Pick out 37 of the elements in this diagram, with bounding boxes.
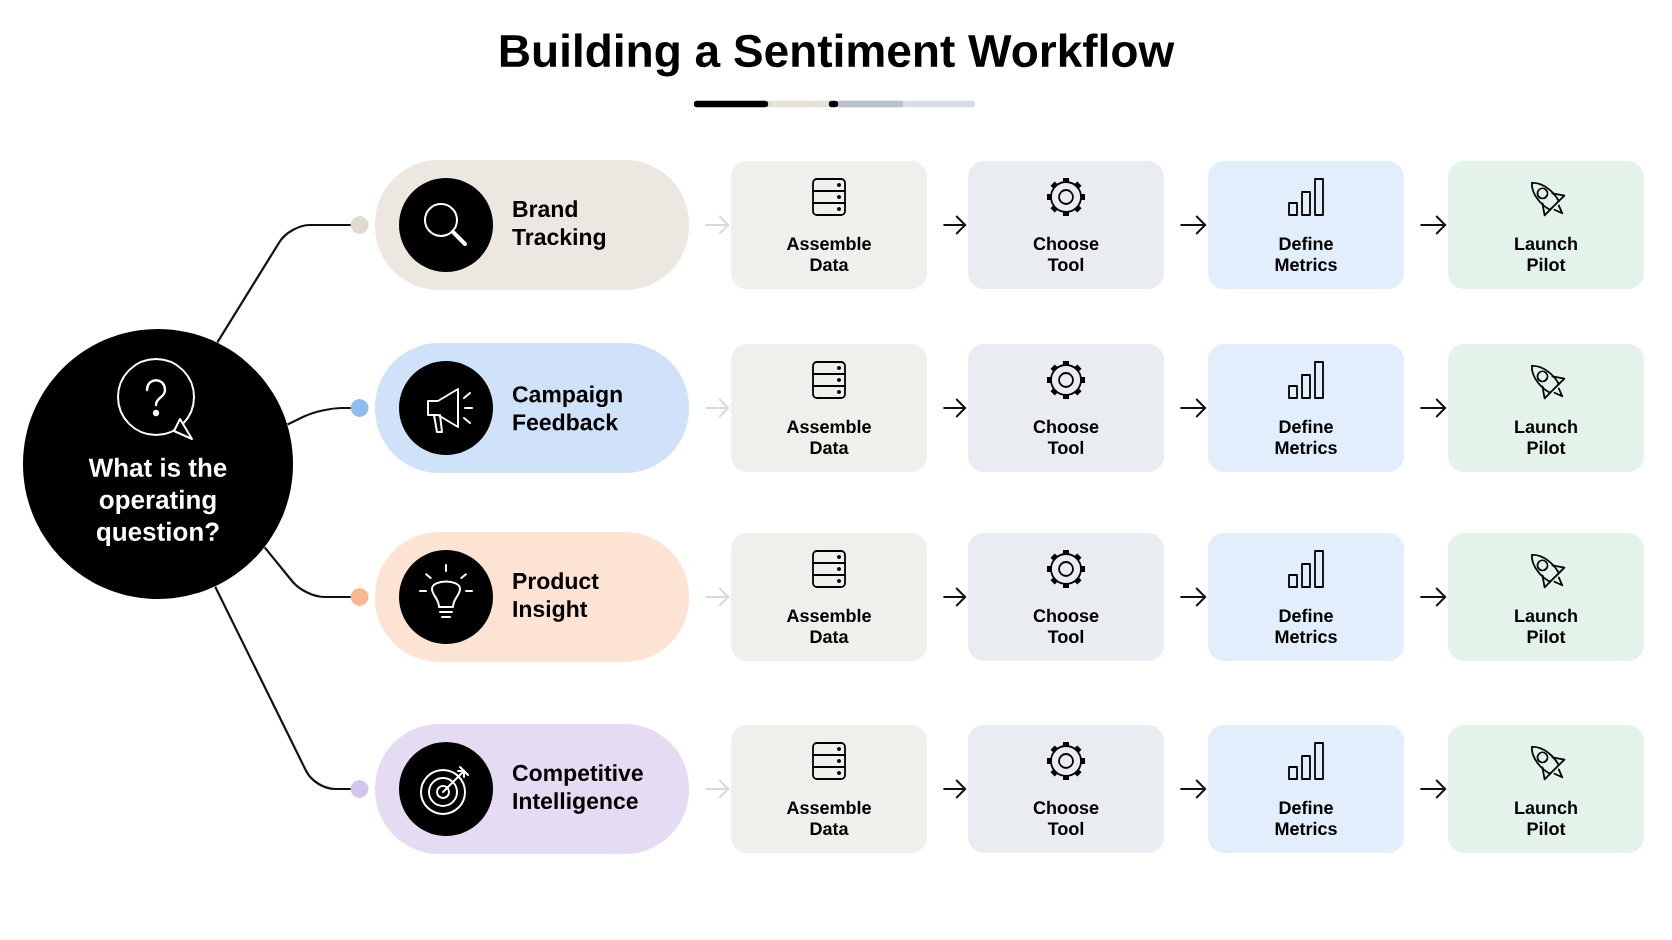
- arrow: [942, 587, 967, 607]
- step-card: Define Metrics: [1208, 161, 1404, 289]
- arrow: [942, 779, 967, 799]
- arrow: [1179, 215, 1207, 235]
- arrow: [1419, 215, 1447, 235]
- step-card: Choose Tool: [968, 344, 1164, 472]
- step-card: Define Metrics: [1208, 725, 1404, 853]
- step-card: Launch Pilot: [1448, 533, 1644, 661]
- arrow: [1419, 587, 1447, 607]
- arrow: [704, 779, 730, 799]
- step-card: Choose Tool: [968, 161, 1164, 289]
- diagram-title: Building a Sentiment Workflow: [500, 33, 1175, 77]
- step-card: Assemble Data: [731, 344, 927, 472]
- arrow: [1179, 779, 1207, 799]
- branch-connector: [214, 586, 369, 798]
- step-card: Launch Pilot: [1448, 161, 1644, 289]
- step-card: Choose Tool: [968, 533, 1164, 661]
- step-card: Launch Pilot: [1448, 725, 1644, 853]
- step-card: Choose Tool: [968, 725, 1164, 853]
- step-card: Define Metrics: [1208, 533, 1404, 661]
- step-card: Define Metrics: [1208, 344, 1404, 472]
- step-card: Assemble Data: [731, 533, 927, 661]
- arrow: [704, 398, 730, 418]
- arrow: [1179, 587, 1207, 607]
- step-card: Assemble Data: [731, 725, 927, 853]
- arrow: [942, 215, 967, 235]
- arrow: [1419, 779, 1447, 799]
- branch-connector: [216, 216, 369, 343]
- branch-connector: [287, 399, 369, 426]
- step-card: Launch Pilot: [1448, 344, 1644, 472]
- branch-connector: [263, 546, 369, 606]
- step-card: Assemble Data: [731, 161, 927, 289]
- arrow: [1179, 398, 1207, 418]
- arrow: [704, 587, 730, 607]
- arrow: [704, 215, 730, 235]
- arrow: [942, 398, 967, 418]
- arrow: [1419, 398, 1447, 418]
